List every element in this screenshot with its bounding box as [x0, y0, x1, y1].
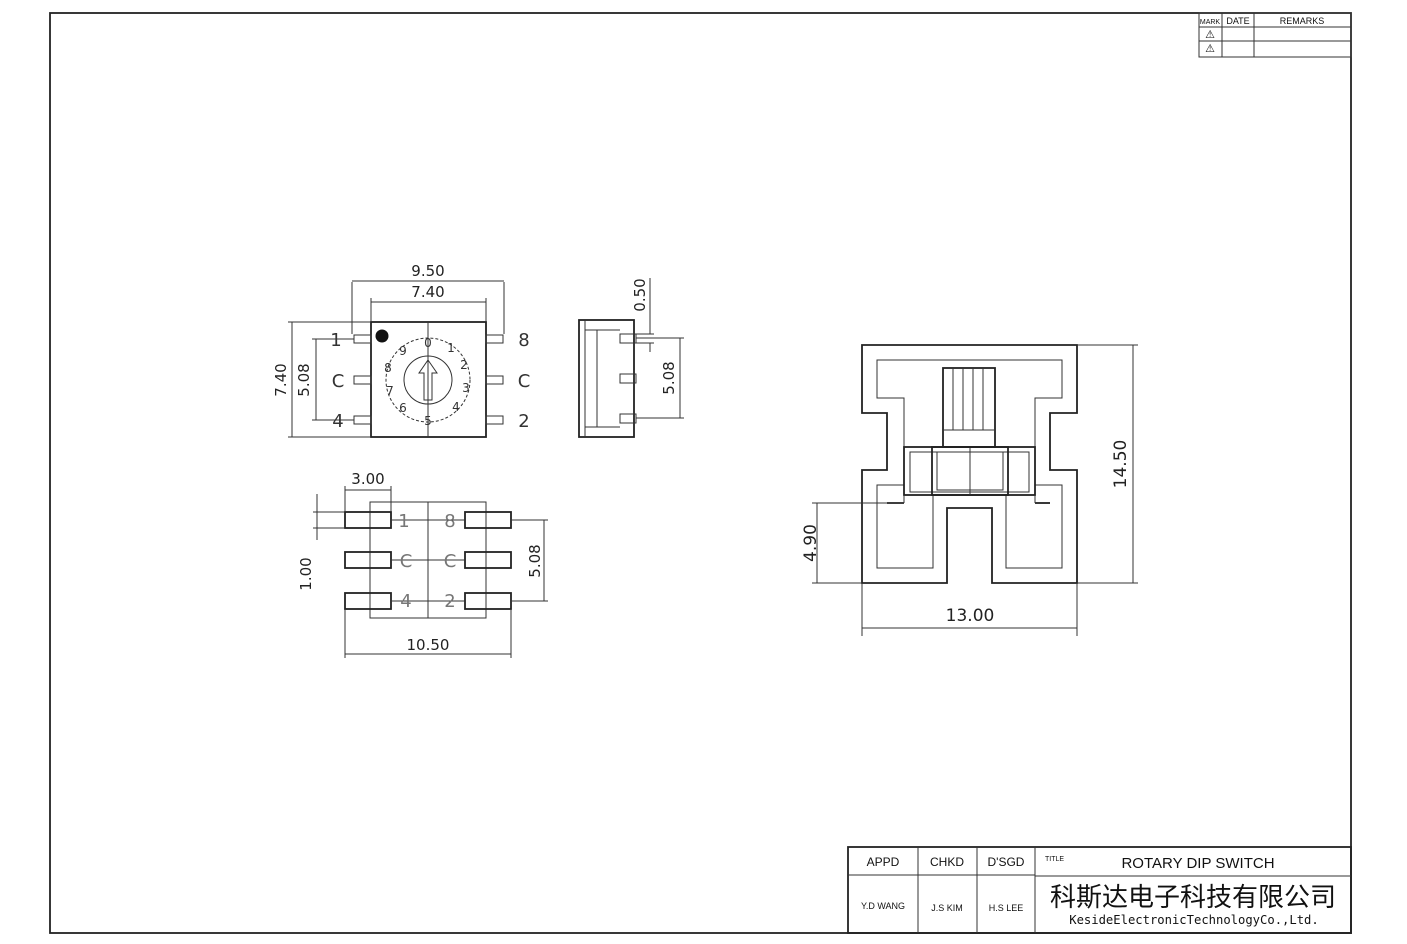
pin-c-right: [485, 375, 504, 385]
pin-2: [485, 415, 504, 425]
pin-1: [353, 334, 372, 344]
drawing-title: ROTARY DIP SWITCH: [1121, 855, 1274, 872]
dim-pad-length: 3.00: [351, 470, 384, 488]
pad-4: [344, 592, 392, 610]
side-view: 0.50 5.08: [578, 278, 684, 438]
pin-label-8: 8: [518, 330, 529, 351]
company-name-cn: 科斯达电子科技有限公司: [1050, 883, 1336, 913]
chkd-value: J.S KIM: [931, 903, 963, 913]
rev-header-remarks: REMARKS: [1280, 16, 1325, 26]
pin-label-c-right: C: [518, 371, 531, 392]
rev-header-mark: MARK: [1200, 19, 1221, 26]
pin-label-c-left: C: [332, 371, 345, 392]
appd-label: APPD: [867, 855, 900, 869]
arrow-up-icon: [418, 359, 438, 401]
dial-1: 1: [447, 341, 455, 355]
dim-body-width: 7.40: [411, 283, 444, 301]
dsgd-label: D'SGD: [988, 855, 1025, 869]
dial-7: 7: [386, 384, 394, 398]
dsgd-value: H.S LEE: [989, 903, 1024, 913]
fp-label-8: 8: [444, 511, 455, 532]
appd-value: Y.D WANG: [861, 901, 905, 911]
fp-label-c-left: C: [400, 551, 413, 572]
dim-outer-width: 9.50: [411, 262, 444, 280]
rev-header-date: DATE: [1226, 16, 1249, 26]
dial-5: 5: [424, 414, 432, 428]
dim-pocket: 4.90: [801, 524, 821, 562]
pin-label-2: 2: [518, 411, 529, 432]
dim-height: 7.40: [272, 363, 290, 396]
side-pin-2: [619, 373, 637, 384]
dial-8: 8: [384, 361, 392, 375]
pin-label-1: 1: [330, 330, 341, 351]
dim-thickness: 0.50: [631, 278, 649, 311]
revision-table: MARK DATE REMARKS ⚠ ⚠: [1198, 12, 1352, 58]
carrier-outline: [861, 344, 1078, 584]
dial-6: 6: [399, 401, 407, 415]
pin-4: [353, 415, 372, 425]
dial-3: 3: [462, 381, 470, 395]
tape-view: 14.50 4.90 13.00: [801, 344, 1138, 636]
pad-2: [464, 592, 512, 610]
fp-label-2: 2: [444, 591, 455, 612]
pin-c-left: [353, 375, 372, 385]
top-view: 0 1 2 3 4 5 6 7 8 9 1 C 4 8 C 2 9.50 7.4…: [272, 262, 531, 438]
dim-pitch: 5.08: [295, 363, 313, 396]
fp-label-1: 1: [398, 511, 409, 532]
pad-c-left: [344, 551, 392, 569]
fp-label-c-right: C: [444, 551, 457, 572]
pad-1: [344, 511, 392, 529]
dim-fp-pitch: 5.08: [526, 544, 544, 577]
dial-2: 2: [460, 358, 468, 372]
dim-pad-width: 1.00: [297, 557, 315, 590]
dim-side-pitch: 5.08: [660, 361, 678, 394]
sheet-border: [49, 12, 1352, 934]
pin1-marker-dot: [375, 329, 389, 343]
side-body: [578, 319, 635, 438]
dim-total-width: 10.50: [407, 636, 450, 654]
rev-mark-2: ⚠: [1205, 43, 1215, 55]
chkd-label: CHKD: [930, 855, 964, 869]
dial-ring: [385, 337, 471, 423]
rotor-shaft: [942, 367, 996, 448]
pad-c-right: [464, 551, 512, 569]
fp-label-4: 4: [400, 591, 411, 612]
title-label: TITLE: [1045, 856, 1064, 863]
dim-tape-height: 14.50: [1111, 440, 1131, 489]
company-name-en: KesideElectronicTechnologyCo.,Ltd.: [1069, 913, 1318, 927]
rev-mark-1: ⚠: [1205, 29, 1215, 41]
dial-9: 9: [399, 344, 407, 358]
footprint-view: 1 C 4 8 C 2 3.00 1.00 5.08 10.50: [297, 470, 548, 658]
title-block: APPD CHKD D'SGD TITLE Y.D WANG J.S KIM H…: [847, 846, 1352, 934]
dial-knob: [403, 355, 453, 405]
dial-4: 4: [452, 400, 460, 414]
pin-label-4: 4: [332, 411, 343, 432]
pad-8: [464, 511, 512, 529]
pin-8: [485, 334, 504, 344]
dim-tape-width: 13.00: [946, 606, 995, 626]
dial-0: 0: [424, 336, 432, 350]
